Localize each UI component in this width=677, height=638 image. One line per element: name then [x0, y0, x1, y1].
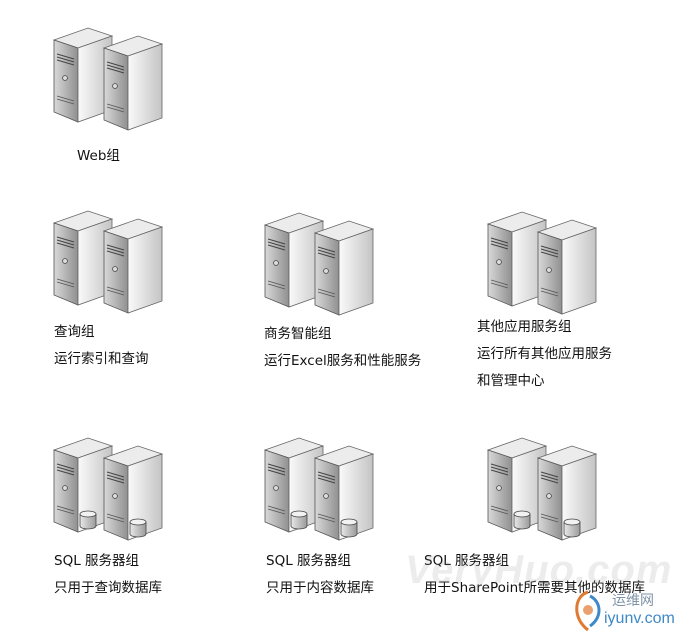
server-tower-icon: [102, 34, 164, 131]
server-tower-icon: [536, 444, 598, 541]
server-pair-query: [52, 205, 164, 320]
label-title: 查询组: [54, 324, 95, 340]
label-desc-2: 和管理中心: [477, 373, 545, 389]
database-icon: [129, 518, 147, 538]
server-tower-icon: [313, 444, 375, 541]
label-title: SQL 服务器组: [424, 553, 510, 569]
label-title: SQL 服务器组: [54, 553, 140, 569]
database-icon: [290, 510, 308, 530]
server-tower-icon: [486, 210, 548, 307]
server-tower-icon: [313, 219, 375, 316]
logo-en-text: iyunv.com: [604, 610, 675, 627]
group-label-web: Web组: [77, 143, 120, 170]
server-tower-icon: [263, 436, 325, 533]
server-pair-bi: [263, 207, 375, 322]
logo-cn-text: 运维网: [612, 593, 654, 609]
server-tower-icon: [52, 209, 114, 306]
server-tower-icon: [52, 26, 114, 123]
label-desc: 用于SharePoint所需要其他的数据库: [424, 580, 645, 596]
group-label-sql-other: SQL 服务器组 用于SharePoint所需要其他的数据库: [424, 548, 645, 602]
label-title: 商务智能组: [264, 326, 332, 342]
server-pair-sql-content: [263, 432, 375, 547]
group-label-other: 其他应用服务组 运行所有其他应用服务 和管理中心: [477, 314, 612, 395]
server-tower-icon: [486, 436, 548, 533]
label-desc: 只用于内容数据库: [266, 580, 374, 596]
server-pair-web: [52, 22, 164, 137]
label-line: Web组: [77, 148, 120, 164]
database-icon: [79, 510, 97, 530]
server-tower-icon: [52, 436, 114, 533]
watermark-logo: 运维网 iyunv.com: [568, 588, 675, 634]
server-tower-icon: [102, 444, 164, 541]
label-title: SQL 服务器组: [266, 553, 352, 569]
group-label-sql-query: SQL 服务器组 只用于查询数据库: [54, 548, 162, 602]
label-desc: 运行Excel服务和性能服务: [264, 353, 422, 369]
server-pair-sql-query: [52, 432, 164, 547]
server-tower-icon: [102, 217, 164, 314]
group-label-bi: 商务智能组 运行Excel服务和性能服务: [264, 321, 421, 375]
group-label-query: 查询组 运行索引和查询: [54, 319, 149, 373]
label-title: 其他应用服务组: [477, 319, 572, 335]
group-label-sql-content: SQL 服务器组 只用于内容数据库: [266, 548, 374, 602]
server-tower-icon: [263, 211, 325, 308]
server-pair-other: [486, 206, 598, 321]
logo-swirl-icon: [575, 590, 601, 632]
server-pair-sql-other: [486, 432, 598, 547]
label-desc: 运行所有其他应用服务: [477, 346, 612, 362]
database-icon: [513, 510, 531, 530]
label-desc: 只用于查询数据库: [54, 580, 162, 596]
database-icon: [563, 518, 581, 538]
server-tower-icon: [536, 218, 598, 315]
database-icon: [340, 518, 358, 538]
label-desc: 运行索引和查询: [54, 351, 149, 367]
